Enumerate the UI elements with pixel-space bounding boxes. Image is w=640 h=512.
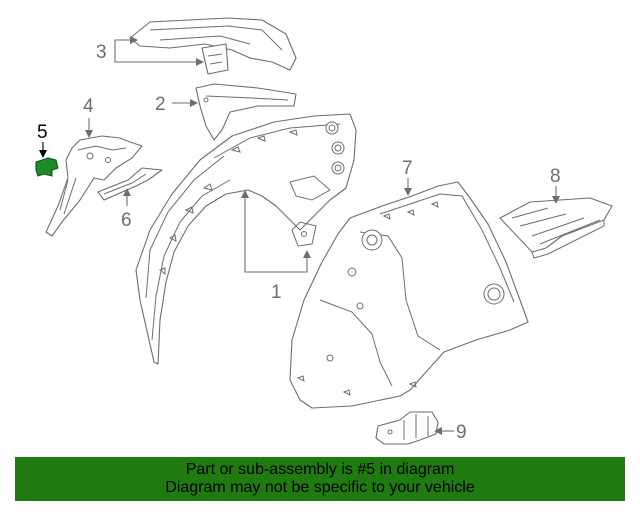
- part-2-pillar-bracket: [195, 83, 297, 141]
- banner-line-1: Part or sub-assembly is #5 in diagram: [185, 461, 455, 478]
- callout-4: 4: [83, 96, 94, 138]
- callout-9: 9: [434, 422, 467, 443]
- callout-1: 1: [241, 190, 311, 303]
- part-5-bracket-highlighted: [35, 157, 59, 177]
- banner-line-2: Diagram may not be specific to your vehi…: [165, 479, 475, 496]
- info-banner: Part or sub-assembly is #5 in diagram Di…: [15, 457, 625, 501]
- callout-7: 7: [402, 158, 413, 196]
- callout-8: 8: [550, 166, 561, 204]
- svg-text:2: 2: [155, 94, 166, 115]
- part-6-strip: [97, 167, 163, 201]
- part-4-pillar-reinforcement: [45, 135, 143, 237]
- svg-text:1: 1: [271, 282, 282, 303]
- svg-text:8: 8: [550, 166, 561, 187]
- callout-5: 5: [37, 122, 48, 158]
- part-9-lower-bracket: [375, 411, 439, 445]
- part-1-wheelhouse-panel: [135, 113, 357, 365]
- svg-text:5: 5: [37, 122, 48, 143]
- parts-diagram: 3 2 4 5 6: [35, 17, 613, 445]
- callout-6: 6: [121, 188, 132, 231]
- svg-text:3: 3: [96, 42, 107, 63]
- callout-3: 3: [96, 36, 204, 66]
- part-7-quarter-inner-panel: [289, 181, 529, 409]
- part-8-tray-panel: [499, 197, 613, 259]
- svg-text:7: 7: [402, 158, 413, 179]
- svg-text:6: 6: [121, 210, 132, 231]
- svg-text:9: 9: [456, 422, 467, 443]
- part-3-upper-rail: [129, 17, 297, 75]
- svg-text:4: 4: [83, 96, 94, 117]
- callout-2: 2: [155, 94, 198, 115]
